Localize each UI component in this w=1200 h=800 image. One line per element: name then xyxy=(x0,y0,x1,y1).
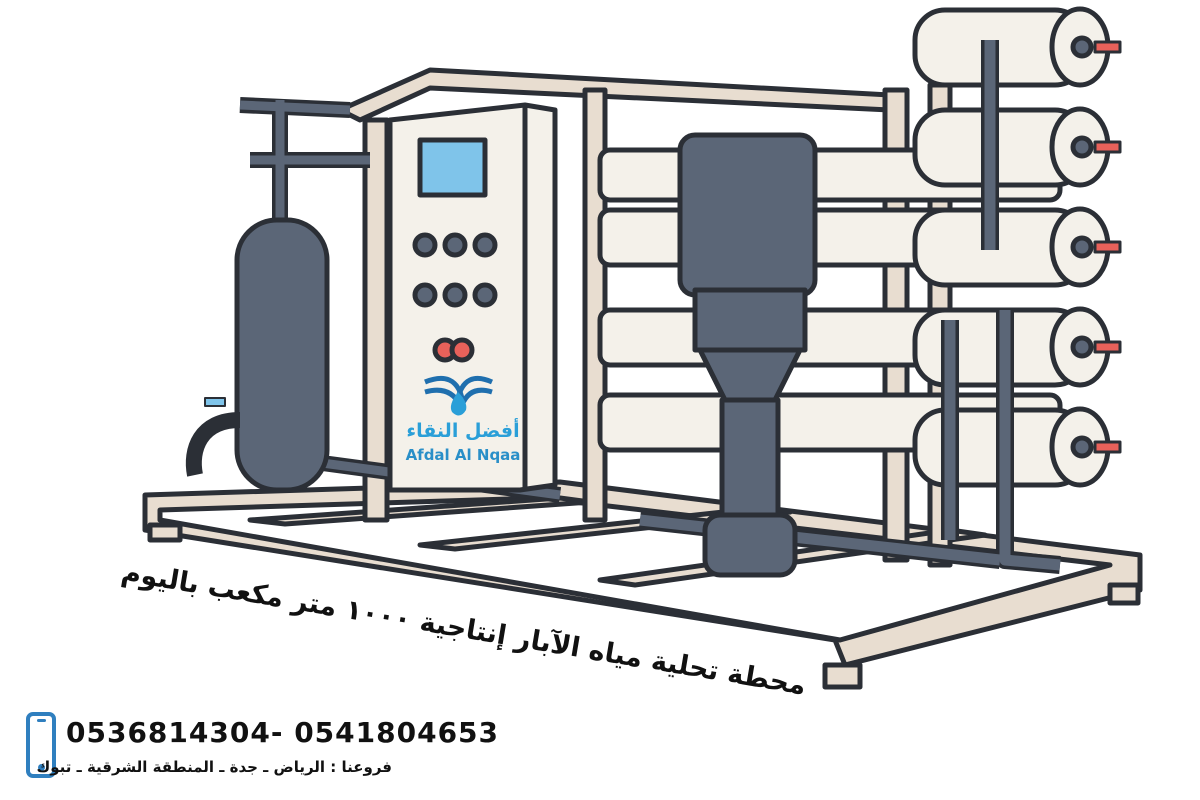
membrane-tubes xyxy=(597,6,1111,488)
panel-knobs xyxy=(412,232,498,308)
pressure-tank xyxy=(185,217,330,493)
phone-icon xyxy=(26,712,56,778)
tube-outlet-tips xyxy=(1093,40,1122,454)
branches-text: فروعنا : الرياض ـ جدة ـ المنطقة الشرقية … xyxy=(36,758,392,776)
phone-numbers: 0536814304- 0541804653 xyxy=(66,716,500,749)
tube-end-caps xyxy=(1070,35,1094,459)
panel-screen xyxy=(417,137,488,198)
logo-arabic-text: أفضل النقاء xyxy=(406,420,520,442)
logo-english-text: Afdal Al Nqaa xyxy=(405,446,521,464)
company-logo-icon xyxy=(424,376,494,416)
control-panel xyxy=(387,102,558,493)
high-pressure-pump xyxy=(677,132,818,578)
